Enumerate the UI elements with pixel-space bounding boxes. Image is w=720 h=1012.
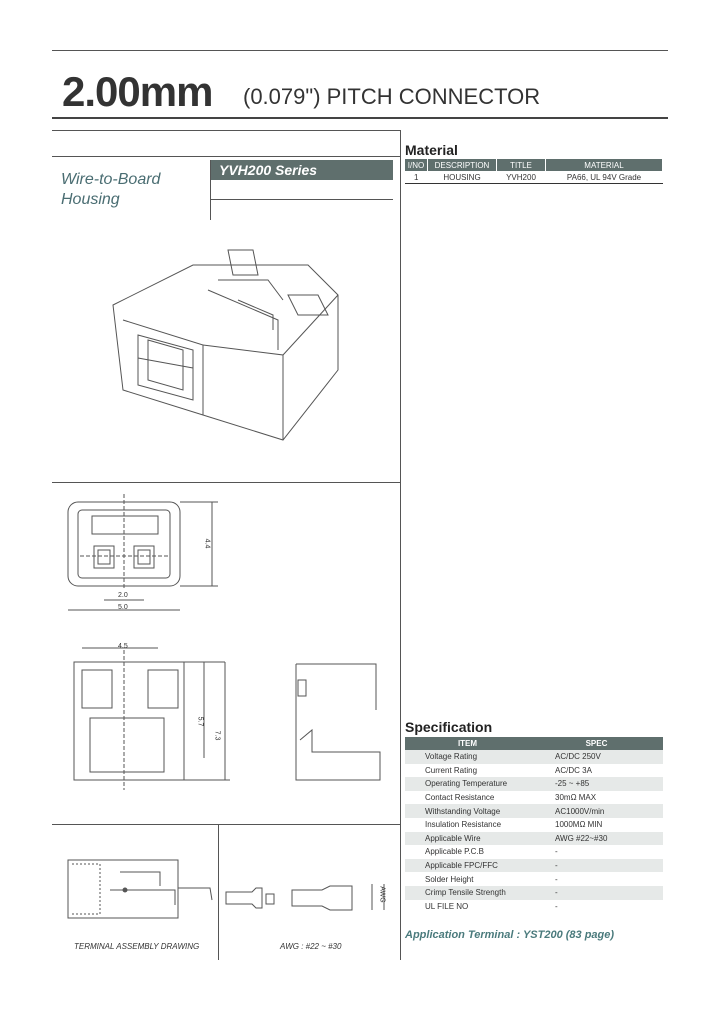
top-rule bbox=[52, 50, 668, 51]
spec-item: Insulation Resistance bbox=[425, 820, 502, 830]
housing-3d-drawing bbox=[112, 249, 339, 441]
series-left-rule bbox=[210, 160, 211, 220]
series-title: YVH200 Series bbox=[211, 160, 393, 180]
spec-value: - bbox=[555, 847, 558, 857]
spec-value: AC/DC 3A bbox=[555, 765, 592, 775]
material-cell: PA66, UL 94V Grade bbox=[545, 171, 663, 184]
material-col-title: TITLE bbox=[496, 159, 546, 171]
caption-assembly: TERMINAL ASSEMBLY DRAWING bbox=[74, 942, 200, 951]
spec-header-row: ITEM SPEC bbox=[405, 737, 663, 750]
material-col-no: I/NO bbox=[405, 159, 428, 171]
left-top-rule bbox=[52, 130, 400, 131]
material-cell: YVH200 bbox=[496, 171, 546, 184]
left-rule-3 bbox=[52, 482, 400, 483]
category-line-1: Wire-to-Board bbox=[61, 171, 161, 188]
spec-item: Solder Height bbox=[425, 874, 474, 884]
category-line-2: Housing bbox=[61, 191, 120, 208]
dim-side-h1: 5.7 bbox=[196, 716, 204, 727]
spec-value: AC1000V/min bbox=[530, 804, 663, 818]
page-title-rest: (0.079") PITCH CONNECTOR bbox=[243, 84, 541, 109]
material-heading: Material bbox=[405, 142, 458, 158]
center-divider bbox=[400, 130, 401, 960]
spec-value: AWG #22~#30 bbox=[530, 831, 663, 846]
spec-row: UL FILE NO - bbox=[405, 900, 663, 914]
dim-pitch: 2.0 bbox=[118, 592, 128, 599]
spec-row: Current Rating AC/DC 3A bbox=[405, 764, 663, 778]
spec-item: Voltage Rating bbox=[405, 750, 530, 764]
material-col-description: DESCRIPTION bbox=[427, 159, 497, 171]
spec-row: Insulation Resistance 1000MΩ MIN bbox=[405, 818, 663, 832]
material-cell: 1 bbox=[405, 171, 428, 184]
spec-value: 30mΩ MAX bbox=[555, 793, 597, 803]
spec-item: Applicable P.C.B bbox=[425, 847, 484, 857]
left-rule-4 bbox=[52, 824, 400, 825]
spec-value: AC/DC 250V bbox=[530, 750, 663, 764]
series-under-rule bbox=[211, 199, 393, 200]
spec-value: - bbox=[530, 885, 663, 900]
page-title-size: 2.00mm bbox=[62, 68, 213, 115]
spec-item: Withstanding Voltage bbox=[405, 804, 530, 818]
terminal-assembly-drawing bbox=[67, 859, 213, 919]
spec-row: Solder Height - bbox=[405, 872, 663, 886]
left-rule-2 bbox=[52, 156, 400, 157]
spec-item: Applicable Wire bbox=[405, 831, 530, 846]
spec-value: - bbox=[555, 901, 558, 911]
material-row: 1 HOUSING YVH200 PA66, UL 94V Grade bbox=[405, 171, 663, 184]
spec-item: Crimp Tensile Strength bbox=[405, 885, 530, 900]
caption-awg: AWG : #22 ~ #30 bbox=[280, 942, 342, 951]
spec-value: - bbox=[555, 874, 558, 884]
spec-item: Current Rating bbox=[425, 765, 478, 775]
spec-item: Contact Resistance bbox=[425, 793, 495, 803]
spec-row: Applicable FPC/FFC- bbox=[405, 858, 663, 873]
material-table: I/NO DESCRIPTION TITLE MATERIAL 1 HOUSIN… bbox=[405, 159, 663, 184]
spec-value: - bbox=[530, 858, 663, 873]
product-category: Wire-to-Board Housing bbox=[61, 170, 160, 210]
spec-item: Applicable FPC/FFC bbox=[405, 858, 530, 873]
spec-col-spec: SPEC bbox=[530, 737, 663, 750]
specification-heading: Specification bbox=[405, 719, 493, 735]
spec-row: Contact Resistance 30mΩ MAX bbox=[405, 791, 663, 805]
front-view-drawing bbox=[67, 494, 218, 611]
header-rule bbox=[52, 117, 668, 119]
spec-row: Operating Temperature-25 ~ +85 bbox=[405, 777, 663, 791]
spec-row: Crimp Tensile Strength- bbox=[405, 885, 663, 900]
spec-value: -25 ~ +85 bbox=[530, 777, 663, 791]
spec-item: UL FILE NO bbox=[425, 901, 469, 911]
spec-item: Operating Temperature bbox=[405, 777, 530, 791]
material-col-material: MATERIAL bbox=[545, 159, 663, 171]
dim-width: 5.0 bbox=[118, 604, 128, 611]
side-view-drawing bbox=[73, 647, 381, 790]
spec-row: Applicable P.C.B - bbox=[405, 845, 663, 859]
bottom-divider bbox=[218, 824, 219, 960]
dim-height: 4.4 bbox=[203, 538, 211, 549]
material-cell: HOUSING bbox=[427, 171, 497, 184]
dim-side-width: 4.5 bbox=[118, 643, 128, 650]
awg-label: AWG bbox=[378, 886, 386, 903]
dim-side-h2: 7.3 bbox=[213, 730, 221, 741]
spec-col-item: ITEM bbox=[405, 737, 530, 750]
material-header-row: I/NO DESCRIPTION TITLE MATERIAL bbox=[405, 159, 663, 171]
application-terminal: Application Terminal : YST200 (83 page) bbox=[405, 929, 615, 941]
spec-value: 1000MΩ MIN bbox=[555, 820, 603, 830]
terminal-profile-drawing bbox=[225, 884, 385, 911]
